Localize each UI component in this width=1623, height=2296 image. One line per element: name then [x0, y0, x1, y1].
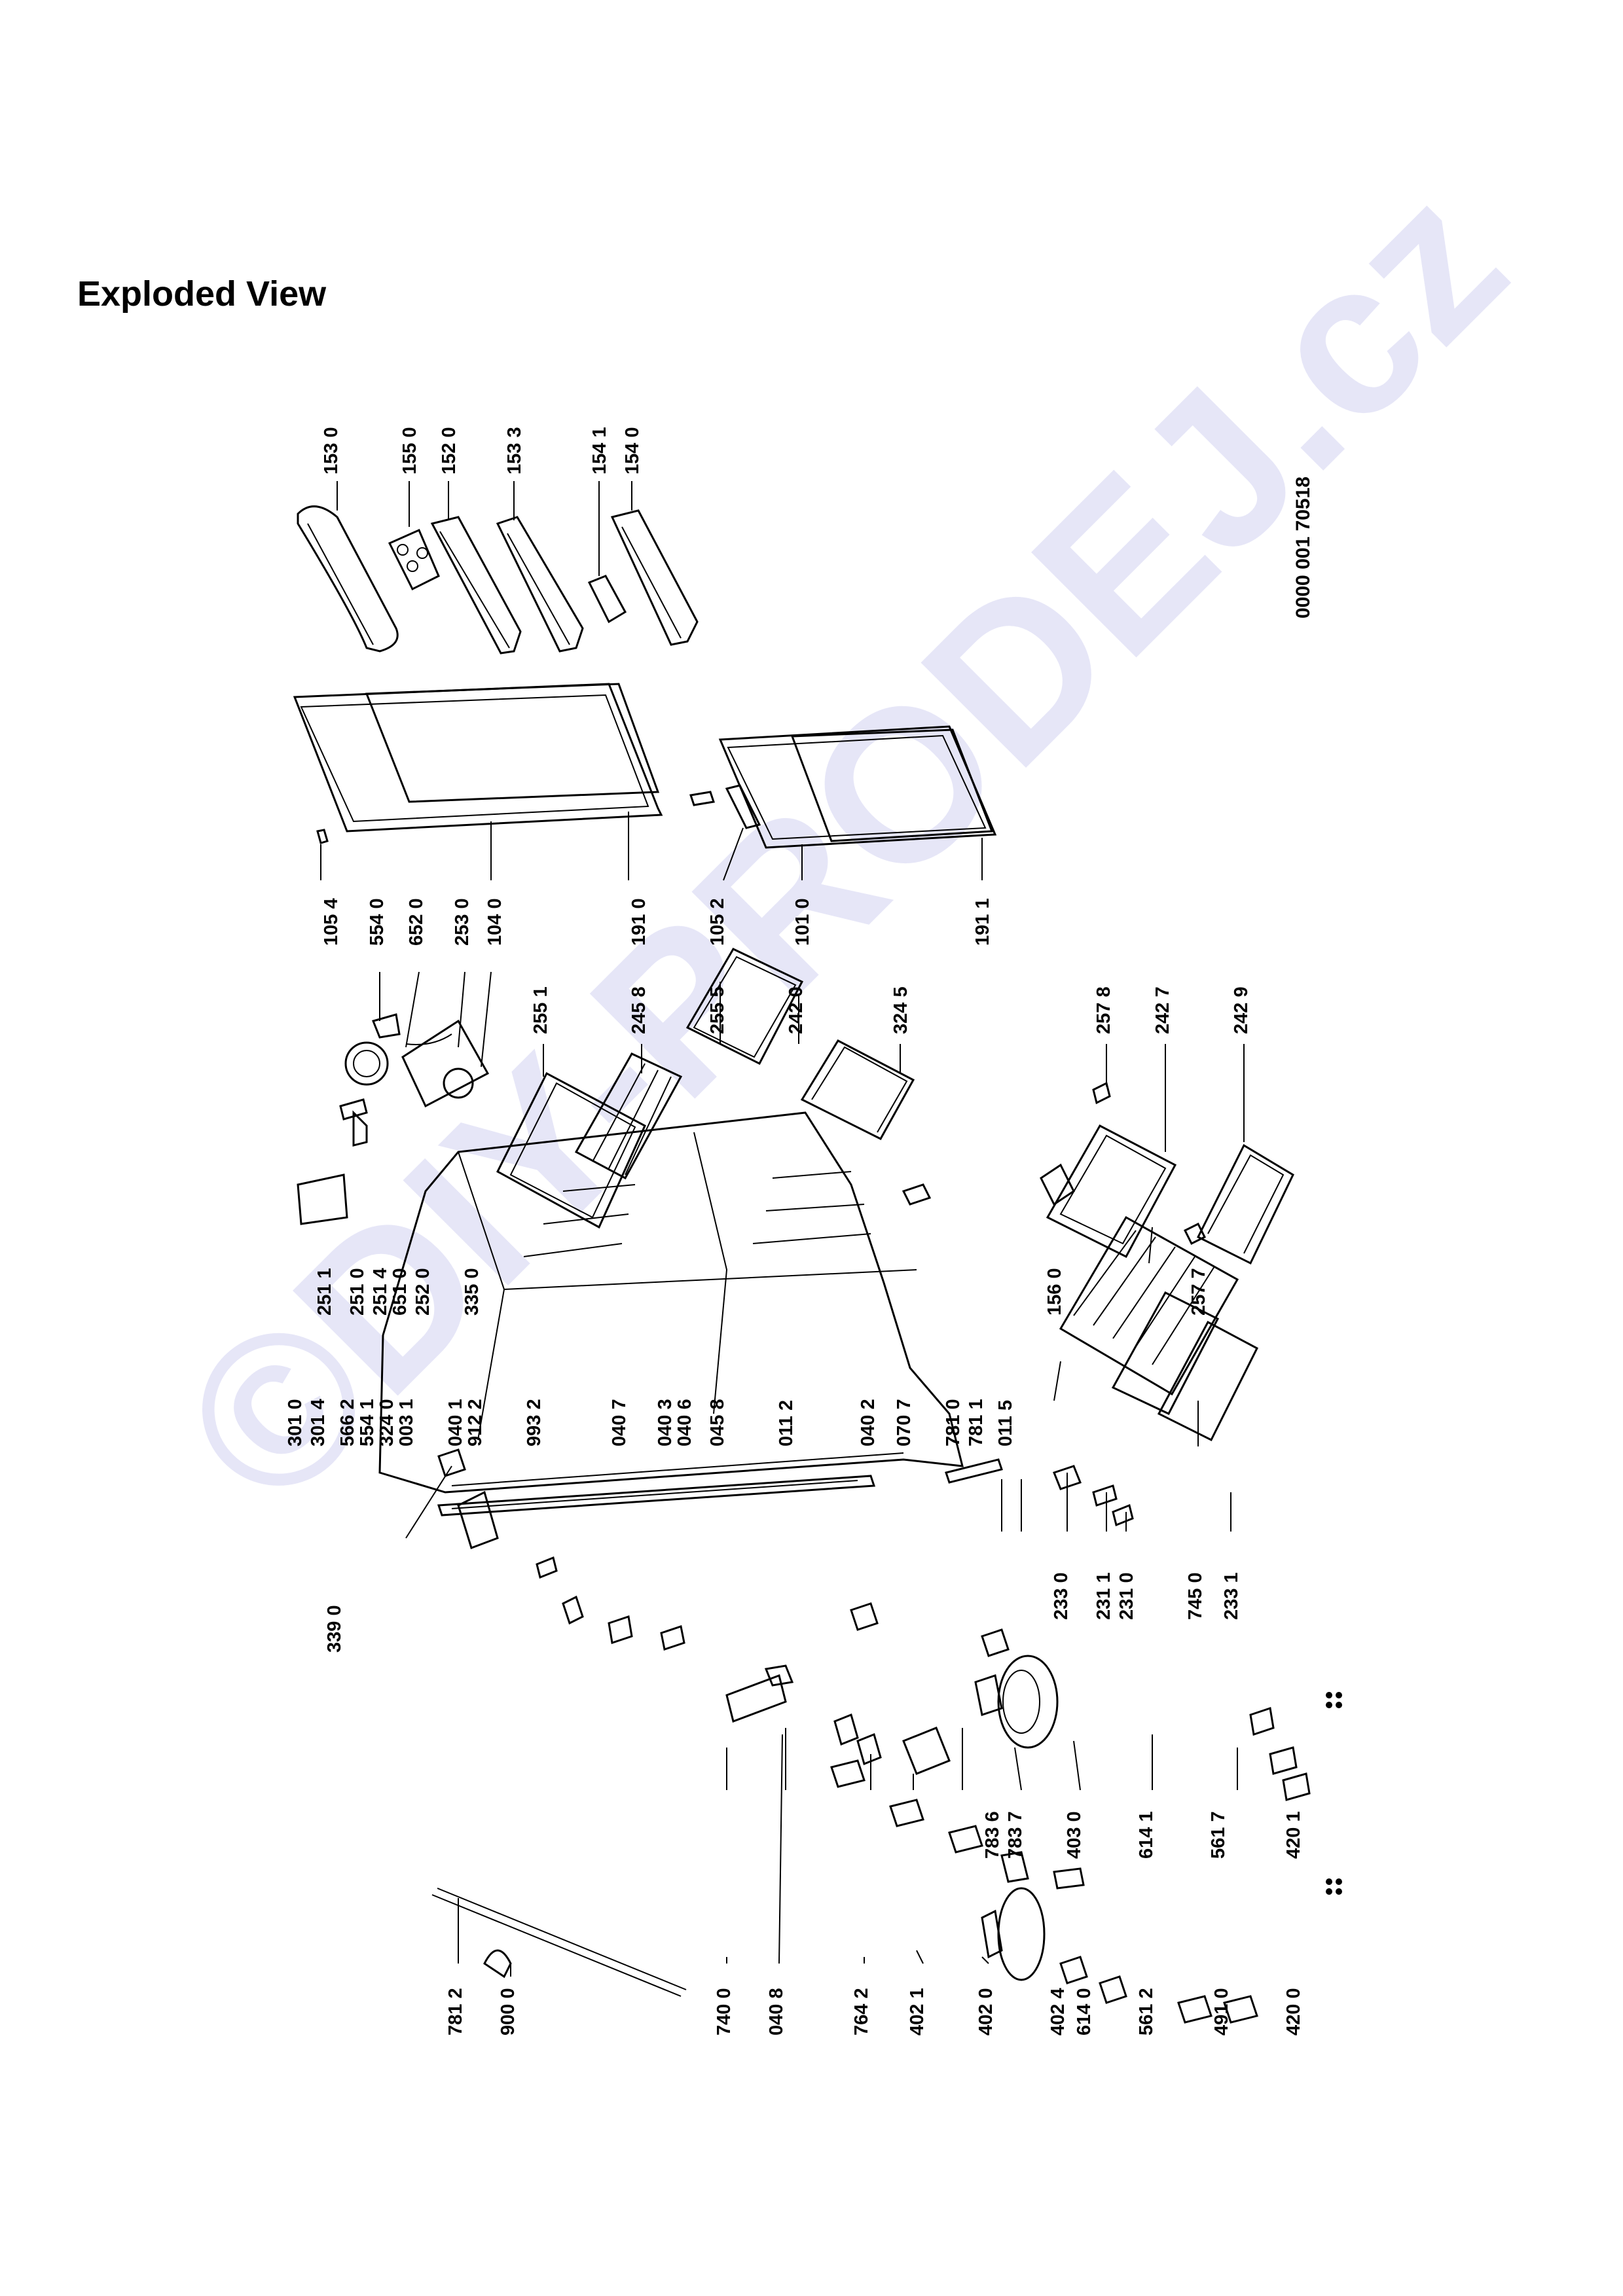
door-shelves [297, 505, 699, 655]
part-label: 070 7 [894, 1399, 915, 1446]
part-label: 912 2 [465, 1399, 486, 1446]
part-label: 152 0 [439, 427, 460, 475]
part-label: 255 1 [530, 986, 551, 1034]
part-label: 900 0 [498, 1988, 519, 2036]
part-label: 255 5 [707, 986, 728, 1034]
part-label: 191 0 [629, 898, 649, 946]
part-label: 003 1 [396, 1399, 417, 1446]
part-label: 554 0 [367, 898, 388, 946]
part-label: 402 4 [1048, 1988, 1068, 2036]
part-label: 155 0 [399, 427, 420, 475]
part-label: 153 3 [504, 427, 525, 475]
part-label: 251 1 [314, 1268, 335, 1316]
part-label: 233 1 [1221, 1572, 1242, 1620]
watermark: ©DIY-PRODEJ.cz [137, 139, 1550, 1551]
part-label: 745 0 [1185, 1572, 1206, 1620]
part-label: 420 0 [1283, 1988, 1304, 2036]
part-label: 105 2 [707, 898, 728, 946]
part-label: 011 2 [776, 1400, 797, 1446]
part-label: 324 5 [890, 986, 911, 1034]
part-labels: 153 0 155 0 152 0 153 3 154 1 154 0 105 … [285, 427, 1304, 2036]
part-label: 104 0 [484, 898, 505, 946]
cabinet-body [378, 1111, 1003, 1516]
part-label: 105 4 [321, 898, 342, 946]
part-label: 154 0 [622, 427, 643, 475]
hardware-parts [431, 1448, 1010, 1997]
shelves [496, 948, 932, 1229]
part-label: 242 0 [786, 986, 807, 1034]
part-label: 783 7 [1005, 1811, 1026, 1859]
part-label: 251 4 [370, 1268, 391, 1316]
part-label: 242 9 [1231, 986, 1252, 1034]
evaporator-grid [1053, 1215, 1258, 1527]
part-label: 491 0 [1211, 1988, 1232, 2036]
part-label: 339 0 [324, 1605, 345, 1653]
part-label: 566 2 [337, 1399, 358, 1446]
part-label: 153 0 [321, 427, 342, 475]
part-label: 154 1 [589, 427, 610, 475]
part-label: 231 0 [1116, 1572, 1137, 1620]
part-label: 783 6 [982, 1811, 1003, 1859]
part-label: 651 0 [390, 1268, 410, 1316]
leader-lines [320, 481, 1245, 1977]
part-label: 561 7 [1208, 1811, 1229, 1859]
compressor-area [833, 1655, 1311, 2024]
page-title: Exploded View [77, 274, 327, 314]
part-label: 040 3 [655, 1399, 676, 1446]
part-label: 781 2 [445, 1988, 466, 2036]
doors [293, 683, 997, 849]
part-label: 324 0 [376, 1399, 397, 1446]
part-label: 781 1 [966, 1399, 987, 1446]
part-label: 040 7 [609, 1399, 630, 1446]
part-label: 252 0 [412, 1268, 433, 1316]
part-label: 045 8 [707, 1399, 728, 1446]
part-label: 040 1 [445, 1399, 466, 1446]
part-label: 301 4 [308, 1399, 329, 1446]
part-label: 040 2 [858, 1399, 879, 1446]
part-label: 101 0 [792, 898, 813, 946]
part-label: 561 2 [1136, 1988, 1157, 2036]
part-label: 011 5 [995, 1400, 1016, 1446]
part-label: 781 0 [943, 1399, 964, 1446]
part-label: 335 0 [462, 1268, 483, 1316]
part-label: 257 8 [1093, 986, 1114, 1034]
part-label: 614 1 [1136, 1811, 1157, 1859]
part-label: 251 0 [347, 1268, 368, 1316]
part-label: 403 0 [1064, 1811, 1085, 1859]
part-label: 231 1 [1093, 1572, 1114, 1620]
part-label: 740 0 [714, 1988, 735, 2036]
part-label: 257 7 [1188, 1268, 1209, 1316]
part-label: 301 0 [285, 1399, 306, 1446]
part-label: 554 1 [357, 1399, 378, 1446]
freezer-drawers [1040, 1081, 1294, 1265]
part-label: 652 0 [406, 898, 427, 946]
part-label: 764 2 [851, 1988, 872, 2036]
part-label: 245 8 [629, 986, 649, 1034]
part-label: 040 6 [674, 1399, 695, 1446]
part-label: 993 2 [524, 1399, 545, 1446]
part-label: 253 0 [452, 898, 473, 946]
part-label: 402 1 [907, 1988, 928, 2036]
part-label: 191 1 [972, 898, 993, 946]
part-label: 040 8 [766, 1988, 787, 2036]
part-label: 156 0 [1044, 1268, 1065, 1316]
part-label: 420 1 [1283, 1811, 1304, 1859]
document-id: 0000 001 70518 [1292, 476, 1314, 619]
part-label: 242 7 [1152, 986, 1173, 1034]
part-label: 614 0 [1074, 1988, 1095, 2036]
part-label: 402 0 [976, 1988, 996, 2036]
part-label: 233 0 [1051, 1572, 1072, 1620]
thermostat-assembly [297, 1013, 490, 1225]
screw-markers [1326, 1692, 1342, 1895]
